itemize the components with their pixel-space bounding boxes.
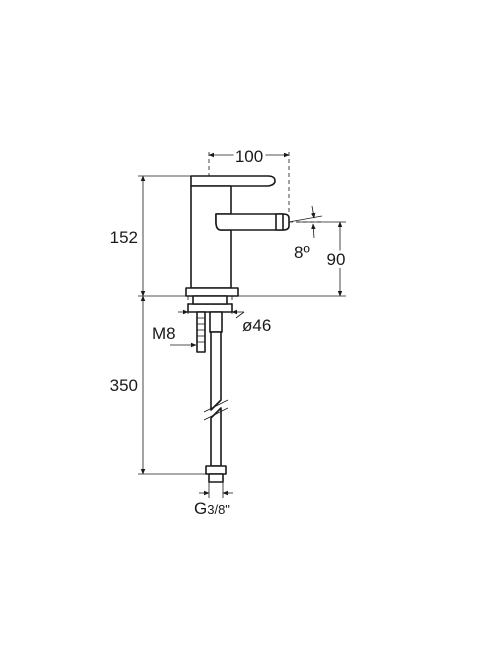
- stud-thread-lines: [197, 317, 205, 343]
- spout-height-label: 90: [327, 250, 346, 269]
- mount-washer: [187, 303, 233, 313]
- hose-break-mark-2: [203, 407, 229, 421]
- height-body-label: 152: [110, 228, 138, 247]
- hose-thread-main: G: [194, 499, 207, 518]
- hose-connector-top: [209, 311, 223, 333]
- hose-length-label: 350: [110, 376, 138, 395]
- thread-stud-label: M8: [152, 324, 176, 343]
- braided-hose: [210, 331, 222, 411]
- spout-nozzle: [275, 213, 284, 231]
- braided-hose-lower: [210, 407, 222, 467]
- dimension-spout-height: 90: [296, 221, 348, 297]
- threaded-stud: [196, 311, 206, 353]
- base-ring: [185, 287, 239, 297]
- hose-break-mark: [203, 399, 229, 413]
- dimension-body-height: 152: [110, 175, 191, 297]
- spout: [215, 213, 290, 231]
- hose-thread-fraction: 3/8": [207, 502, 230, 517]
- width-label: 100: [235, 147, 263, 166]
- dimension-spout-angle: 8º: [288, 205, 323, 262]
- lever-handle: [190, 175, 276, 187]
- base-diameter-label: ø46: [242, 316, 271, 335]
- dimension-base-diameter: ø46: [178, 296, 271, 335]
- dimension-hose-thread: G3/8": [194, 482, 233, 518]
- dimension-width: 100: [208, 144, 290, 214]
- dimension-hose-length: 350: [110, 295, 206, 475]
- body-column: [190, 185, 232, 289]
- dimension-thread-stud: M8: [152, 324, 197, 348]
- hose-thread-label: G3/8": [194, 499, 230, 518]
- hose-nut-bottom: [205, 465, 227, 475]
- spout-angle-label: 8º: [294, 243, 310, 262]
- faucet-body: [138, 175, 346, 483]
- mount-nut: [192, 295, 228, 305]
- hose-end-fitting: [208, 473, 224, 483]
